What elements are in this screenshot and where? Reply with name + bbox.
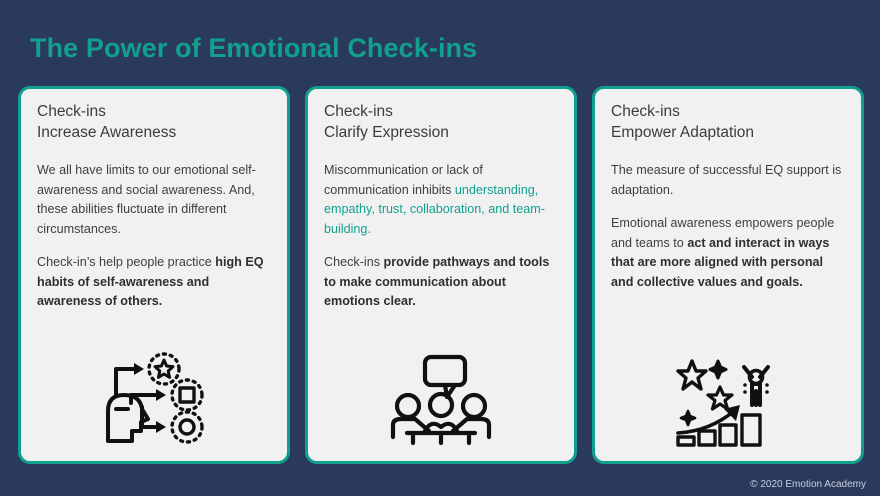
card-empower-adaptation: Check-ins Empower Adaptation The measure… <box>592 86 864 464</box>
paragraph-plain-text: Miscommunication or lack of communicatio… <box>324 163 483 197</box>
card-heading-line1: Check-ins <box>611 103 680 120</box>
paragraph-bold-text: act and interact in ways that are more a… <box>611 235 830 289</box>
card-body: Miscommunication or lack of communicatio… <box>324 161 558 312</box>
paragraph-plain-text: Emotional awareness empowers people and … <box>611 216 835 250</box>
card-paragraph-1: Miscommunication or lack of communicatio… <box>324 161 558 239</box>
paragraph-plain-text: Check-ins <box>324 255 384 270</box>
card-illustration <box>37 347 271 455</box>
card-heading-line1: Check-ins <box>37 103 106 120</box>
paragraph-bold-text: provide pathways and tools to make commu… <box>324 255 550 309</box>
card-paragraph-2: Emotional awareness empowers people and … <box>611 214 845 292</box>
card-paragraph-1: The measure of successful EQ support is … <box>611 163 842 197</box>
card-illustration <box>611 347 845 455</box>
people-meeting-speech-bubble-icon <box>390 354 492 446</box>
head-with-arrows-to-shapes-icon <box>106 352 204 444</box>
card-heading: Check-ins Increase Awareness <box>37 102 271 143</box>
card-heading-line1: Check-ins <box>324 103 393 120</box>
copyright-footer: © 2020 Emotion Academy <box>750 479 866 490</box>
card-paragraph-2: Check-ins provide pathways and tools to … <box>324 253 558 312</box>
card-body: The measure of successful EQ support is … <box>611 161 845 292</box>
card-heading-line2: Clarify Expression <box>324 123 449 141</box>
paragraph-plain-text: Check-in’s help people practice <box>37 255 216 270</box>
card-clarify-expression: Check-ins Clarify Expression Miscommunic… <box>305 86 577 464</box>
page-title: The Power of Emotional Check-ins <box>30 33 478 63</box>
card-heading-line2: Increase Awareness <box>37 123 177 141</box>
paragraph-accent-text: understanding, empathy, trust, collabora… <box>324 182 545 236</box>
paragraph-bold-text: high EQ habits of self-awareness and awa… <box>37 255 264 309</box>
card-body: We all have limits to our emotional self… <box>37 161 271 312</box>
card-heading: Check-ins Empower Adaptation <box>611 102 845 143</box>
card-heading: Check-ins Clarify Expression <box>324 102 558 143</box>
card-increase-awareness: Check-ins Increase Awareness We all have… <box>18 86 290 464</box>
card-paragraph-2: Check-in’s help people practice high EQ … <box>37 253 271 312</box>
card-heading-line2: Empower Adaptation <box>611 123 755 141</box>
card-paragraph-1: We all have limits to our emotional self… <box>37 163 256 236</box>
cards-container: Check-ins Increase Awareness We all have… <box>18 86 864 464</box>
card-illustration <box>324 347 558 455</box>
person-celebrating-growth-chart-icon <box>676 359 770 447</box>
